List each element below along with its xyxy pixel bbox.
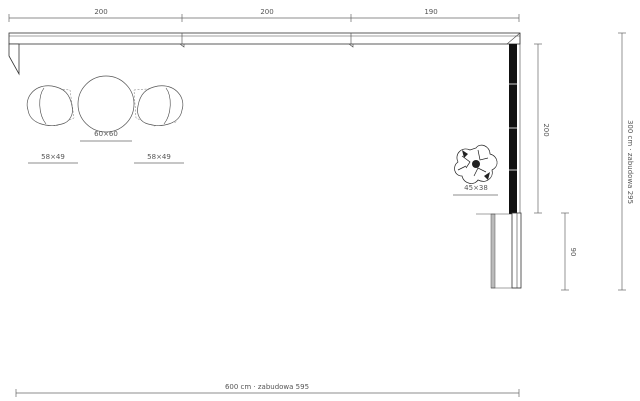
top-dimension-chain: 200 200 190: [8, 8, 520, 22]
bottom-dim-label: 600 cm · zabudowa 595: [225, 383, 309, 391]
right-dim-label-200: 200: [542, 123, 550, 136]
table-label: 60×60: [94, 130, 118, 138]
plant-dark-leaves: [462, 150, 490, 180]
chair-left-seat: [26, 85, 73, 126]
right-dim-label-total: 300 cm · zabudowa 295: [626, 120, 634, 204]
bottom-dimension: 600 cm · zabudowa 595: [15, 383, 520, 397]
right-dim-label-90: 90: [569, 248, 577, 257]
top-dim-label-2: 200: [260, 8, 273, 16]
chair-left-label: 58×49: [41, 153, 65, 161]
top-cabinet-run: [8, 32, 521, 45]
top-dim-label-3: 190: [424, 8, 437, 16]
plant: 45×38: [453, 144, 498, 196]
plant-leaf-veins: [457, 149, 489, 177]
top-wall-cabinets: [8, 32, 521, 76]
chair-right: [133, 85, 184, 127]
right-dimensions: 200 90 300 cm · zabudowa 295: [534, 32, 634, 291]
right-wall-cabinets: [476, 33, 522, 289]
right-dark-panel: [509, 44, 517, 214]
chair-left: [26, 85, 75, 127]
left-end-panel: [8, 43, 20, 76]
chair-left-back: [39, 87, 47, 125]
chair-left-footprint: [29, 87, 75, 127]
chair-right-label: 58×49: [147, 153, 171, 161]
round-table: [77, 75, 135, 133]
top-dim-label-1: 200: [94, 8, 107, 16]
chair-right-seat: [137, 85, 184, 126]
door-leaf: [490, 213, 496, 289]
plant-pot-center: [472, 160, 480, 168]
dining-set: 60×60 58×49 58×49: [26, 75, 184, 164]
top-cabinet-corner-mark: [348, 43, 354, 48]
plant-label: 45×38: [464, 184, 488, 192]
top-cabinet-corner-mark: [179, 43, 185, 48]
lower-cabinet: [511, 212, 522, 289]
right-corner-diagonal: [506, 32, 521, 45]
chair-right-back: [163, 87, 171, 125]
